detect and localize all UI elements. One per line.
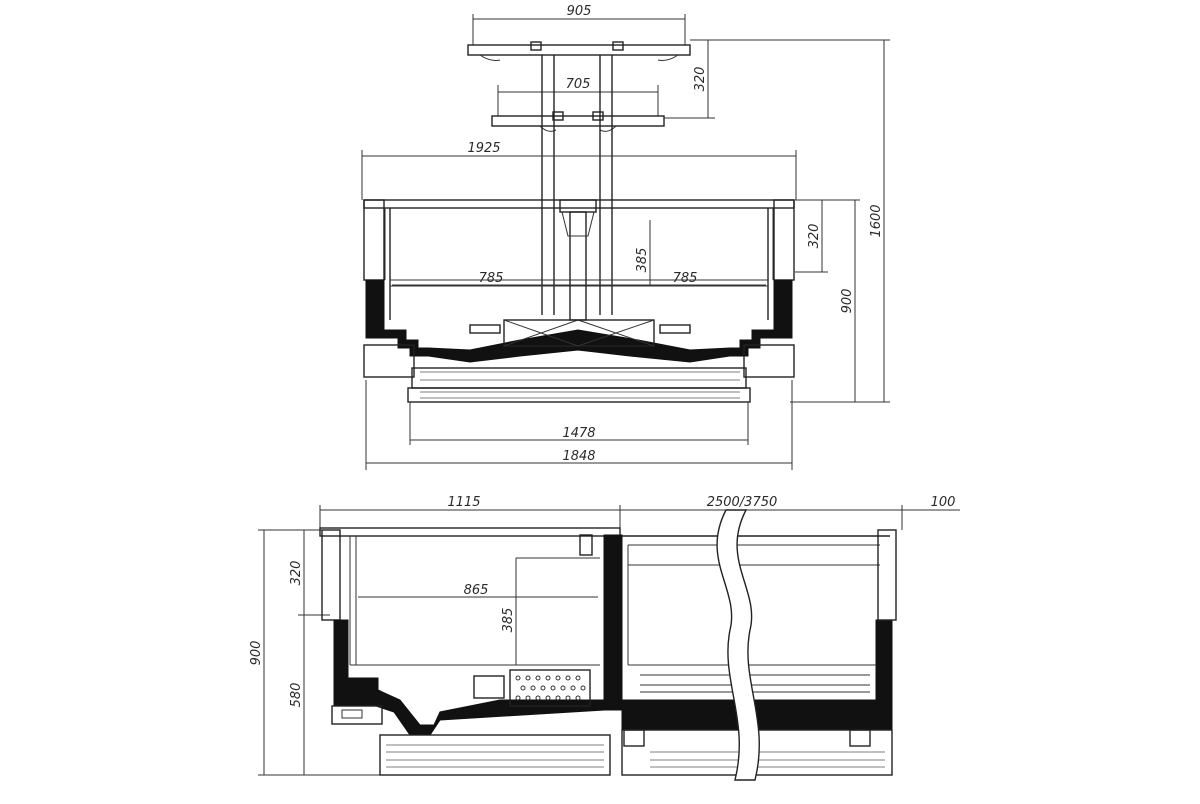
dim-base-width: 1478: [562, 426, 595, 441]
dim-side-glass-height: 320: [289, 561, 304, 586]
side-view: [258, 505, 960, 781]
dim-inner-left: 785: [479, 271, 504, 286]
dim-side-depth: 1115: [447, 495, 480, 510]
side-cabinet: [319, 527, 897, 776]
dim-side-end-gap: 100: [931, 495, 956, 510]
dim-side-inner-depth: 385: [501, 608, 516, 633]
base-grille: [420, 371, 740, 399]
dim-lower-shelf-width: 705: [566, 77, 591, 92]
dim-top-canopy-width: 905: [567, 4, 592, 19]
dim-side-length: 2500/3750: [707, 495, 778, 510]
dim-inner-depth: 385: [635, 248, 650, 273]
side-base-grille: [386, 744, 885, 768]
break-line: [716, 509, 760, 781]
lower-canopy: [491, 85, 665, 132]
dim-side-body-height: 900: [249, 641, 264, 666]
dim-overall-width: 1848: [562, 449, 595, 464]
top-canopy: [467, 14, 691, 61]
support-posts: [541, 55, 613, 315]
front-cabinet: [363, 199, 795, 403]
dim-side-lower-height: 580: [289, 683, 304, 708]
dim-side-inner-width: 865: [464, 583, 489, 598]
evaporator-fan-grid: [515, 675, 586, 701]
dim-top-width: 1925: [467, 141, 500, 156]
dim-inner-right: 785: [673, 271, 698, 286]
dim-canopy-spacing: 320: [693, 67, 708, 92]
dim-total-height: 1600: [869, 204, 884, 237]
dim-glass-height: 320: [807, 224, 822, 249]
front-view: [361, 14, 890, 470]
dim-body-height: 900: [840, 289, 855, 314]
